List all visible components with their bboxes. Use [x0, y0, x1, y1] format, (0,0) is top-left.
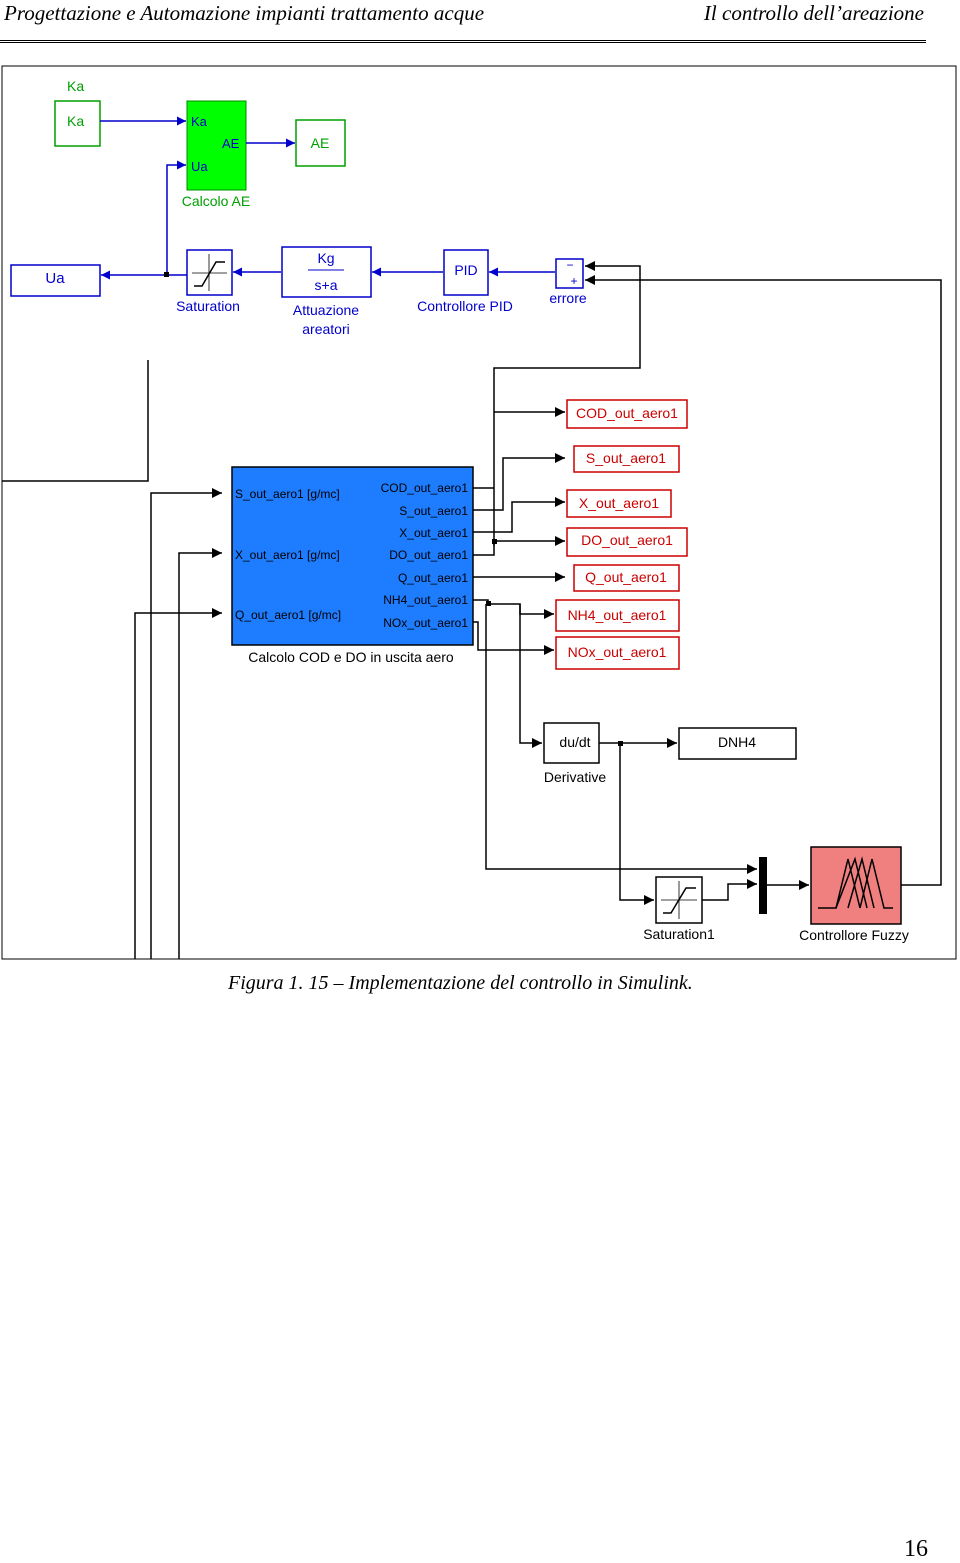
calcolo-ae-in-ka: Ka [191, 114, 208, 129]
pid-caption: Controllore PID [417, 298, 513, 314]
goto-nox[interactable] [555, 636, 680, 670]
fuzzy-membership-icon [818, 856, 893, 909]
goto-nh4[interactable] [555, 599, 680, 632]
wire-sat1-out [702, 879, 757, 901]
dnh4-goto[interactable] [678, 727, 797, 760]
calcolo-cod-output-nh4: NH4_out_aero1 [383, 593, 468, 607]
wire-in-feedback [2, 360, 149, 482]
wire-sat1-in [619, 743, 654, 905]
calcolo-cod-output-cod: COD_out_aero1 [381, 481, 469, 495]
saturation1-caption: Saturation1 [643, 926, 715, 942]
goto-cod[interactable] [566, 399, 688, 429]
header-title-left: Progettazione e Automazione impianti tra… [4, 1, 485, 25]
wire-cod-feedback [493, 261, 641, 546]
derivative-caption: Derivative [544, 769, 606, 785]
fuzzy-controller-block[interactable] [810, 846, 902, 925]
calcolo-cod-input-q: Q_out_aero1 [g/mc] [235, 608, 341, 622]
ae-goto-label: AE [311, 135, 330, 151]
calcolo-cod-output-do: DO_out_aero1 [389, 548, 468, 562]
wire-out-do [473, 536, 565, 556]
fuzzy-controller-caption: Controllore Fuzzy [799, 927, 909, 943]
sum-block[interactable] [555, 258, 584, 289]
goto-nh4-label: NH4_out_aero1 [568, 607, 667, 623]
calcolo-cod-output-q: Q_out_aero1 [398, 571, 468, 585]
calcolo-cod-input-x: X_out_aero1 [g/mc] [235, 548, 340, 562]
ka-from-block[interactable] [54, 100, 101, 147]
goto-do[interactable] [566, 527, 688, 557]
wire-fuzzy-output [585, 275, 942, 886]
wire-ua-branch [166, 160, 187, 276]
wire-out-nox [473, 621, 554, 655]
ae-goto-block[interactable] [295, 119, 346, 167]
saturation1-block[interactable] [655, 876, 703, 924]
page-number: 16 [904, 1536, 928, 1562]
wire-in-x [178, 548, 222, 959]
calcolo-ae-out-ae: AE [222, 136, 240, 151]
transfer-fcn-den: s+a [315, 277, 338, 293]
do-junction [492, 539, 497, 544]
ka-label: Ka [67, 78, 84, 94]
wire-out-s [473, 453, 565, 511]
sum-minus-sign: − [566, 258, 573, 272]
figure-caption: Figura 1. 15 – Implementazione del contr… [228, 972, 693, 994]
calcolo-ae-block[interactable] [186, 100, 247, 191]
pid-label: PID [454, 262, 477, 278]
saturation-caption: Saturation [176, 298, 240, 314]
saturation-curve [194, 261, 225, 287]
pid-block[interactable] [443, 249, 489, 296]
wire-in-s [150, 488, 222, 959]
calcolo-cod-output-nox: NOx_out_aero1 [383, 616, 468, 630]
calcolo-cod-output-x: X_out_aero1 [399, 526, 468, 540]
calcolo-cod-input-s: S_out_aero1 [g/mc] [235, 487, 340, 501]
goto-s[interactable] [573, 445, 680, 473]
goto-nox-label: NOx_out_aero1 [568, 644, 667, 660]
wire-out-nh4 [473, 599, 554, 619]
dnh4-label: DNH4 [718, 734, 756, 750]
calcolo-cod-caption: Calcolo COD e DO in uscita aero [248, 649, 454, 665]
transfer-fcn-block[interactable] [281, 246, 372, 298]
ua-goto-label: Ua [45, 270, 65, 287]
header-title-right: Il controllo dell’areazione [703, 1, 924, 25]
ua-junction [164, 272, 169, 277]
goto-cod-label: COD_out_aero1 [576, 405, 678, 421]
saturation1-curve [663, 887, 696, 914]
goto-q-label: Q_out_aero1 [585, 569, 667, 585]
calcolo-ae-in-ua: Ua [191, 159, 208, 174]
goto-x-label: X_out_aero1 [579, 495, 659, 511]
wire-nh4-derivative [519, 604, 542, 748]
saturation-block[interactable] [186, 249, 233, 296]
derivative-label: du/dt [559, 734, 590, 750]
sum-plus-sign: + [570, 274, 577, 288]
wire-mux-in-1 [485, 604, 757, 874]
transfer-fcn-caption-2: areatori [302, 321, 349, 337]
calcolo-cod-output-s: S_out_aero1 [399, 504, 468, 518]
wire-out-x [473, 497, 565, 533]
calcolo-ae-caption: Calcolo AE [182, 193, 250, 209]
header-rule [0, 40, 926, 43]
ka-from-label: Ka [67, 113, 84, 129]
goto-s-label: S_out_aero1 [586, 450, 666, 466]
goto-x[interactable] [566, 489, 672, 518]
transfer-fcn-caption-1: Attuazione [293, 302, 359, 318]
goto-q[interactable] [573, 564, 680, 592]
wire-in-q [134, 608, 222, 959]
ua-goto-block[interactable] [10, 264, 101, 297]
simulink-diagram: Ka Ka Ka AE Ua Calcolo AE AE Ua Saturati… [1, 65, 957, 960]
goto-do-label: DO_out_aero1 [581, 532, 673, 548]
diagram-frame [1, 65, 957, 960]
nh4-junction [486, 601, 491, 606]
calcolo-cod-block[interactable] [231, 466, 474, 646]
transfer-fcn-num: Kg [317, 250, 334, 266]
mux-block[interactable] [759, 857, 767, 914]
sum-caption: errore [549, 290, 587, 306]
